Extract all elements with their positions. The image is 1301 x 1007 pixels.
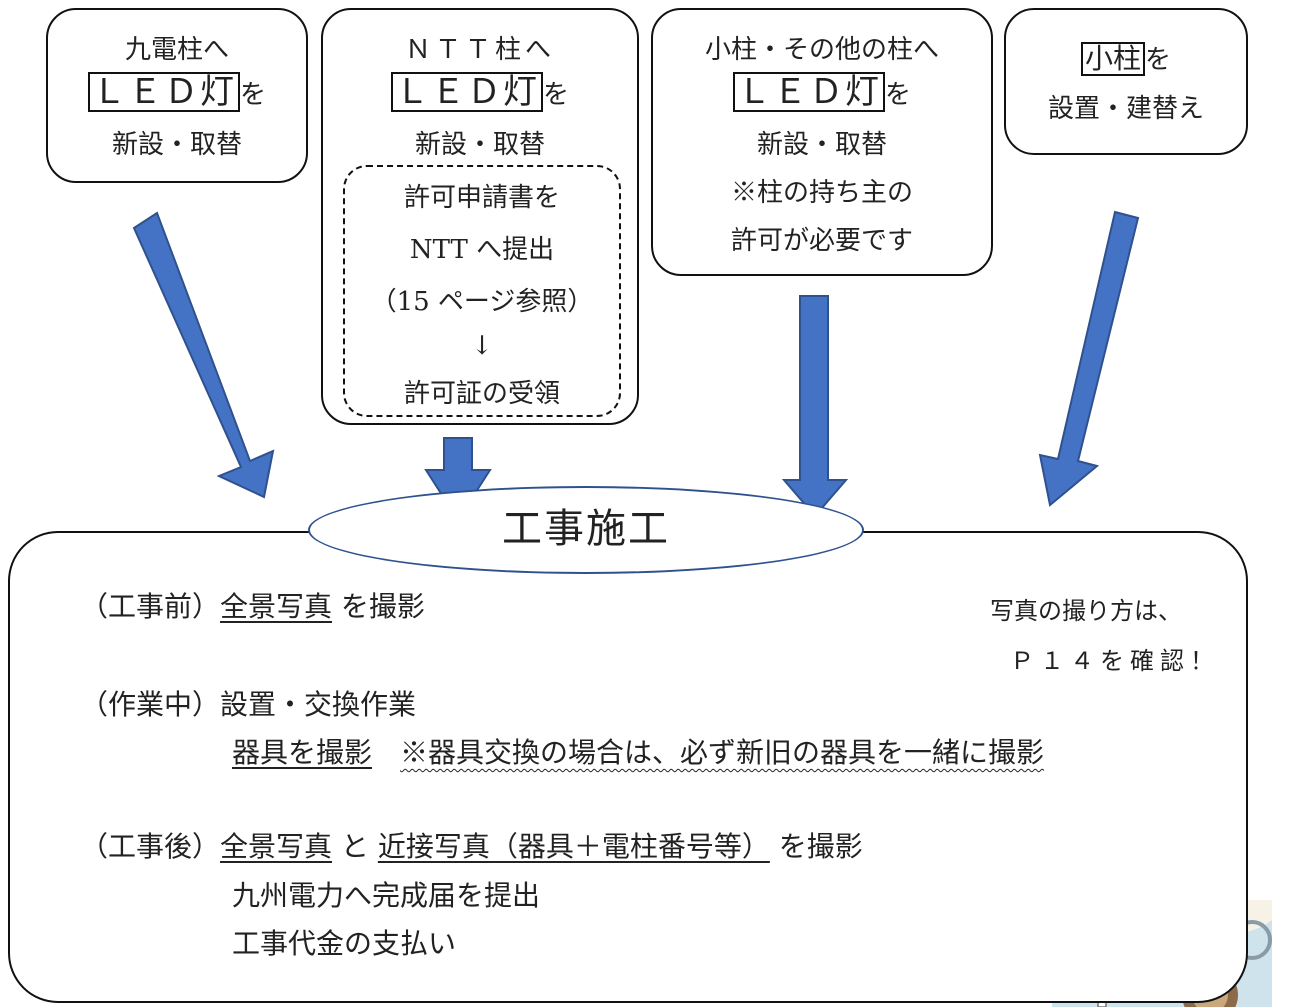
box1-action: 新設・取替 bbox=[111, 130, 242, 160]
step-before: （工事前）全景写真 を撮影 bbox=[80, 590, 425, 624]
box3-action: 新設・取替 bbox=[756, 130, 887, 160]
step-during-label: （作業中） bbox=[80, 688, 221, 721]
construction-title-ellipse: 工事施工 bbox=[308, 486, 864, 574]
box3-led-line: ＬＥＤ灯を bbox=[653, 72, 991, 112]
arrow-box1-to-center bbox=[132, 211, 275, 499]
suffix: を bbox=[884, 80, 911, 110]
permit-step-1: 許可申請書を bbox=[403, 183, 560, 213]
photo-note-line2: Ｐ１４を確認！ bbox=[1010, 647, 1220, 675]
permit-step-2: NTT へ提出 bbox=[409, 235, 555, 265]
box-other-pole: 小柱・その他の柱へ ＬＥＤ灯を 新設・取替 ※柱の持ち主の 許可が必要です bbox=[651, 8, 993, 276]
arrow-box3-to-center bbox=[781, 295, 849, 518]
down-arrow-glyph: ↓ bbox=[471, 331, 493, 361]
step-during: （作業中）設置・交換作業 bbox=[80, 688, 416, 722]
construction-steps-panel bbox=[8, 531, 1248, 1003]
box-small-pole: 小柱を 設置・建替え bbox=[1004, 8, 1248, 155]
step-after-mid: と bbox=[332, 830, 378, 863]
box-kyuden-pole: 九電柱へ ＬＥＤ灯を 新設・取替 bbox=[46, 8, 308, 183]
box2-led-line: ＬＥＤ灯を bbox=[323, 72, 637, 112]
box1-led-line: ＬＥＤ灯を bbox=[48, 72, 306, 112]
step-before-action: を撮影 bbox=[332, 590, 425, 623]
step-during-photo: 器具を撮影 bbox=[232, 736, 373, 769]
box1-title: 九電柱へ bbox=[124, 35, 229, 65]
step-during-photo-line: 器具を撮影 ※器具交換の場合は、必ず新旧の器具を一緒に撮影 bbox=[232, 736, 1044, 770]
box2-title: ＮＴＴ柱へ bbox=[404, 35, 555, 65]
box2-action: 新設・取替 bbox=[414, 130, 545, 160]
box4-label-line: 小柱を bbox=[1006, 42, 1246, 76]
permit-step-4: 許可証の受領 bbox=[403, 379, 560, 409]
step-before-photo: 全景写真 bbox=[220, 590, 333, 623]
suffix: を bbox=[542, 80, 569, 110]
step-after-photo2: 近接写真（器具＋電柱番号等） bbox=[377, 830, 770, 863]
step-during-note: ※器具交換の場合は、必ず新旧の器具を一緒に撮影 bbox=[400, 736, 1045, 769]
permit-step-3: （15 ページ参照） bbox=[370, 287, 594, 317]
box3-note-1: ※柱の持ち主の bbox=[730, 178, 913, 208]
small-pole-label: 小柱 bbox=[1080, 42, 1145, 76]
photo-note-line1: 写真の撮り方は、 bbox=[990, 597, 1182, 625]
led-label: ＬＥＤ灯 bbox=[732, 72, 885, 112]
step-after-payment: 工事代金の支払い bbox=[232, 927, 457, 960]
box3-note-2: 許可が必要です bbox=[730, 226, 913, 256]
arrow-box4-to-center bbox=[1038, 210, 1140, 507]
permit-procedure-box: 許可申請書を NTT へ提出 （15 ページ参照） ↓ 許可証の受領 bbox=[343, 165, 621, 417]
step-after: （工事後）全景写真 と 近接写真（器具＋電柱番号等） を撮影 bbox=[80, 830, 863, 864]
step-before-label: （工事前） bbox=[80, 590, 221, 623]
box3-title: 小柱・その他の柱へ bbox=[704, 35, 939, 65]
suffix: を bbox=[1145, 45, 1172, 75]
construction-title: 工事施工 bbox=[502, 506, 670, 552]
led-label: ＬＥＤ灯 bbox=[390, 72, 543, 112]
suffix: を bbox=[239, 80, 266, 110]
led-label: ＬＥＤ灯 bbox=[87, 72, 240, 112]
step-after-label: （工事後） bbox=[80, 830, 221, 863]
box-ntt-pole: ＮＴＴ柱へ ＬＥＤ灯を 新設・取替 許可申請書を NTT へ提出 （15 ページ… bbox=[321, 8, 639, 425]
step-after-report: 九州電力へ完成届を提出 bbox=[232, 879, 541, 912]
step-during-work: 設置・交換作業 bbox=[220, 688, 417, 721]
box4-action: 設置・建替え bbox=[1047, 94, 1204, 124]
step-after-photo1: 全景写真 bbox=[220, 830, 333, 863]
step-after-action: を撮影 bbox=[769, 830, 863, 863]
